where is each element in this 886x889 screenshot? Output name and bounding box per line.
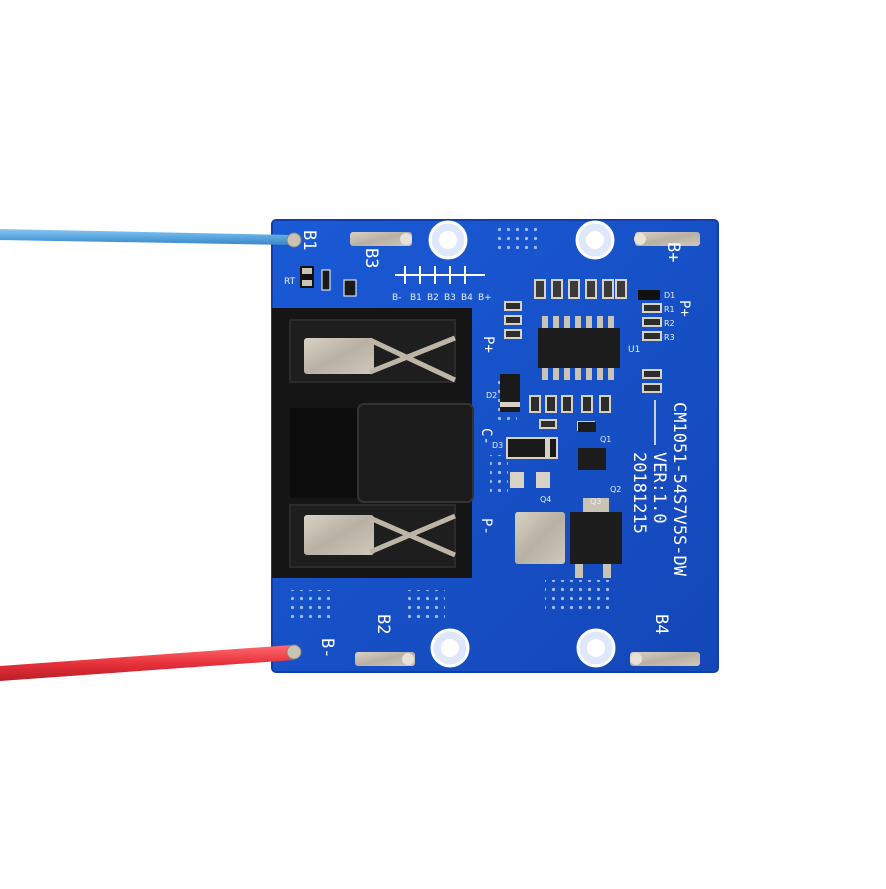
pad-labels: B1 B3 B+ P+ P+ C- P- B- B2 B4 [299, 230, 692, 658]
contact-top [304, 338, 374, 374]
svg-text:B1: B1 [410, 293, 422, 303]
svg-text:B+: B+ [478, 293, 492, 303]
svg-text:R3: R3 [664, 333, 675, 342]
diode-d2: D2 [486, 374, 520, 412]
svg-text:B2: B2 [427, 293, 439, 303]
svg-text:B1: B1 [299, 230, 319, 250]
svg-text:P+: P+ [676, 300, 692, 317]
resistor-column: R1 R2 R3 D1 [638, 290, 675, 393]
svg-text:C-: C- [478, 428, 494, 445]
contact-bottom [304, 515, 374, 555]
resistor-column-left [504, 301, 522, 339]
rt-component: RT [284, 266, 357, 297]
svg-text:U1: U1 [628, 345, 640, 355]
svg-text:B-: B- [317, 638, 337, 658]
svg-text:CM1051-54S7V5S-DW: CM1051-54S7V5S-DW [669, 402, 689, 577]
svg-text:Q2: Q2 [610, 485, 621, 494]
svg-text:R1: R1 [664, 305, 675, 314]
svg-text:RT: RT [284, 277, 296, 287]
svg-text:B2: B2 [373, 614, 393, 634]
mounting-holes [428, 220, 616, 668]
red-wire [0, 644, 302, 681]
svg-text:B3: B3 [361, 248, 381, 268]
blue-wire [0, 229, 302, 248]
svg-text:Q4: Q4 [540, 495, 551, 504]
diode-d3: D3 [492, 437, 558, 459]
ic-u1: U1 [538, 316, 640, 380]
cell-solder-tabs [350, 232, 700, 666]
svg-text:B-: B- [392, 293, 401, 303]
transistor-q2: Q2 [578, 422, 621, 494]
svg-text:B3: B3 [444, 293, 456, 303]
svg-text:D1: D1 [664, 291, 675, 300]
capacitor-row [534, 279, 627, 299]
svg-text:B4: B4 [461, 293, 473, 303]
svg-text:B4: B4 [651, 614, 671, 634]
transistor-q4: Q4 [510, 472, 551, 504]
svg-text:VER:1.0: VER:1.0 [649, 452, 669, 524]
transistor-q1: Q1 [578, 435, 611, 470]
mosfet-q3: Q3 [515, 497, 622, 578]
svg-text:R2: R2 [664, 319, 675, 328]
svg-text:20181215: 20181215 [629, 452, 649, 534]
svg-text:D2: D2 [486, 391, 497, 400]
svg-text:P+: P+ [480, 336, 496, 353]
svg-text:B+: B+ [663, 242, 683, 262]
cell-symbol [395, 266, 485, 284]
svg-text:D3: D3 [492, 441, 503, 450]
battery-connector [272, 308, 474, 578]
board-info-text: CM1051-54S7V5S-DW VER:1.0 20181215 [629, 400, 689, 577]
svg-text:Q1: Q1 [600, 435, 611, 444]
cell-row-labels: B- B1 B2 B3 B4 B+ [392, 293, 492, 303]
svg-text:Q3: Q3 [590, 497, 601, 506]
svg-text:P-: P- [478, 518, 494, 535]
